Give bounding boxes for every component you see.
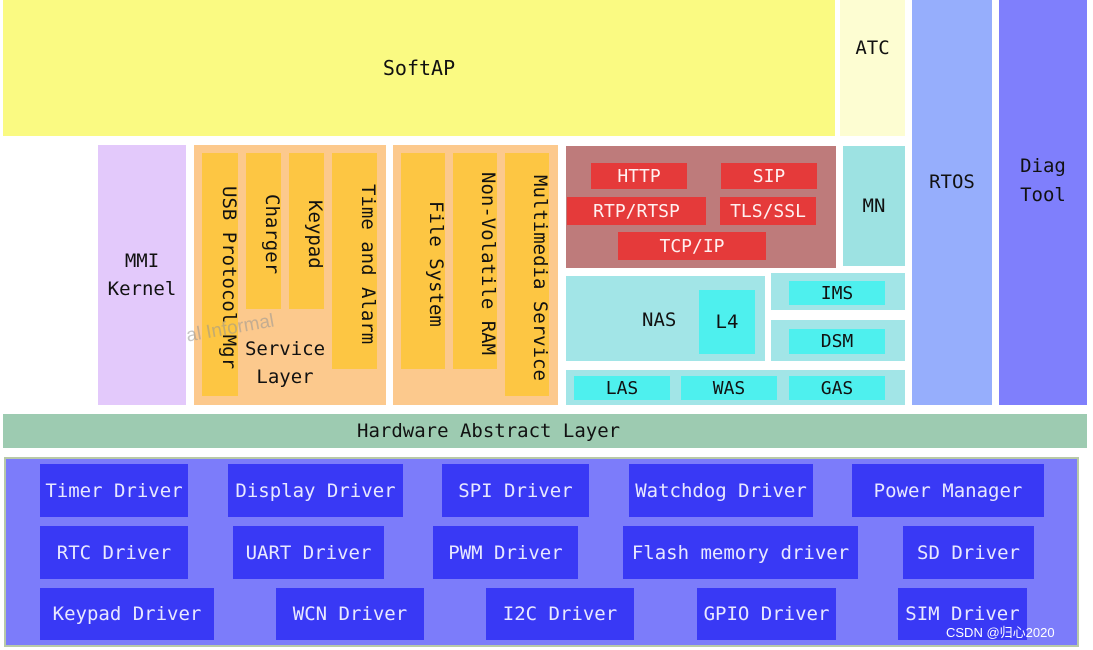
- timer-driver-label: Timer Driver: [45, 479, 183, 502]
- sd-driver-label: SD Driver: [917, 541, 1020, 564]
- mmi-kernel-block: MMI Kernel: [98, 145, 186, 405]
- ims-box: IMS: [789, 281, 885, 305]
- dsm-box: DSM: [789, 329, 885, 354]
- mn-block: MN: [843, 146, 905, 266]
- diag-label-line1: Diag: [1020, 155, 1066, 177]
- display-driver-box: Display Driver: [228, 464, 403, 517]
- sip-label: SIP: [752, 165, 786, 187]
- rtp-rtsp-label: RTP/RTSP: [593, 200, 680, 222]
- las-box: LAS: [574, 376, 670, 400]
- rtos-block: RTOS: [912, 0, 992, 405]
- tcp-ip-box: TCP/IP: [618, 232, 766, 260]
- hardware-abstract-layer-block: Hardware Abstract Layer: [3, 414, 1087, 448]
- watchdog-driver-box: Watchdog Driver: [629, 464, 813, 517]
- tls-ssl-label: TLS/SSL: [730, 200, 806, 222]
- keypad-driver-label: Keypad Driver: [52, 603, 202, 625]
- uart-driver-label: UART Driver: [245, 541, 372, 564]
- diag-label-line2: Tool: [1020, 183, 1066, 206]
- mmi-label-line1: MMI: [124, 249, 160, 272]
- diag-tool-block: Diag Tool: [999, 0, 1087, 405]
- gpio-driver-box: GPIO Driver: [697, 588, 836, 640]
- file-system-column: File System: [401, 153, 447, 369]
- las-label: LAS: [605, 377, 639, 399]
- spi-driver-box: SPI Driver: [442, 464, 589, 517]
- rtc-driver-box: RTC Driver: [40, 526, 188, 579]
- service-label-line2: Layer: [256, 366, 314, 388]
- usb-protocol-mgr-label: USB Protocol Mgr: [218, 185, 240, 370]
- sim-driver-label: SIM Driver: [905, 603, 1020, 625]
- service-layer-label: Service Layer: [238, 334, 332, 394]
- gas-box: GAS: [789, 376, 885, 400]
- usb-protocol-mgr-column: USB Protocol Mgr: [202, 153, 240, 396]
- pwm-driver-label: PWM Driver: [448, 541, 563, 564]
- spi-driver-label: SPI Driver: [458, 479, 573, 502]
- keypad-column: Keypad: [289, 153, 326, 309]
- non-volatile-ram-label: Non-Volatile RAM: [477, 172, 499, 356]
- i2c-driver-label: I2C Driver: [502, 603, 618, 625]
- file-system-label: File System: [425, 201, 447, 327]
- watchdog-driver-label: Watchdog Driver: [635, 479, 807, 502]
- rtos-label: RTOS: [929, 171, 975, 193]
- csdn-credit: CSDN @归心2020: [946, 625, 1055, 640]
- tls-ssl-box: TLS/SSL: [720, 197, 816, 225]
- service-label-line1: Service: [244, 338, 326, 361]
- power-manager-box: Power Manager: [852, 464, 1044, 517]
- multimedia-service-column: Multimedia Service: [505, 153, 551, 396]
- softap-block: SoftAP: [3, 0, 835, 136]
- http-box: HTTP: [591, 163, 687, 189]
- multimedia-service-label: Multimedia Service: [529, 174, 551, 381]
- was-label: WAS: [712, 377, 746, 399]
- flash-memory-driver-box: Flash memory driver: [623, 526, 858, 579]
- rtp-rtsp-box: RTP/RTSP: [567, 197, 706, 225]
- http-label: HTTP: [617, 165, 661, 187]
- non-volatile-ram-column: Non-Volatile RAM: [453, 153, 499, 369]
- nas-label: NAS: [642, 309, 677, 331]
- i2c-driver-box: I2C Driver: [486, 588, 634, 640]
- mn-label: MN: [862, 194, 886, 217]
- sip-box: SIP: [721, 163, 817, 189]
- keypad-label: Keypad: [304, 199, 326, 269]
- wcn-driver-box: WCN Driver: [276, 588, 424, 640]
- tcp-ip-label: TCP/IP: [659, 235, 725, 257]
- charger-column: Charger: [246, 153, 283, 309]
- atc-block: ATC: [840, 0, 905, 136]
- power-manager-label: Power Manager: [873, 479, 1023, 502]
- time-and-alarm-column: Time and Alarm: [332, 153, 379, 369]
- flash-memory-driver-label: Flash memory driver: [631, 541, 850, 564]
- timer-driver-box: Timer Driver: [40, 464, 188, 517]
- l4-label: L4: [715, 311, 739, 333]
- wcn-driver-label: WCN Driver: [292, 603, 408, 625]
- rtc-driver-label: RTC Driver: [56, 541, 172, 564]
- atc-label: ATC: [855, 37, 890, 59]
- dsm-label: DSM: [820, 331, 854, 352]
- softap-label: SoftAP: [382, 56, 456, 80]
- sim-driver-box: SIM Driver: [898, 588, 1027, 640]
- gpio-driver-label: GPIO Driver: [703, 603, 830, 625]
- hal-label: Hardware Abstract Layer: [357, 419, 621, 442]
- l4-box: L4: [699, 290, 755, 354]
- uart-driver-box: UART Driver: [233, 526, 384, 579]
- charger-label: Charger: [261, 193, 283, 275]
- gas-label: GAS: [820, 377, 854, 399]
- display-driver-label: Display Driver: [235, 479, 396, 502]
- ims-label: IMS: [820, 282, 854, 304]
- was-box: WAS: [681, 376, 777, 400]
- time-and-alarm-label: Time and Alarm: [357, 183, 379, 345]
- sd-driver-box: SD Driver: [903, 526, 1034, 579]
- mmi-label-line2: Kernel: [107, 278, 177, 300]
- pwm-driver-box: PWM Driver: [433, 526, 578, 579]
- keypad-driver-box: Keypad Driver: [40, 588, 214, 640]
